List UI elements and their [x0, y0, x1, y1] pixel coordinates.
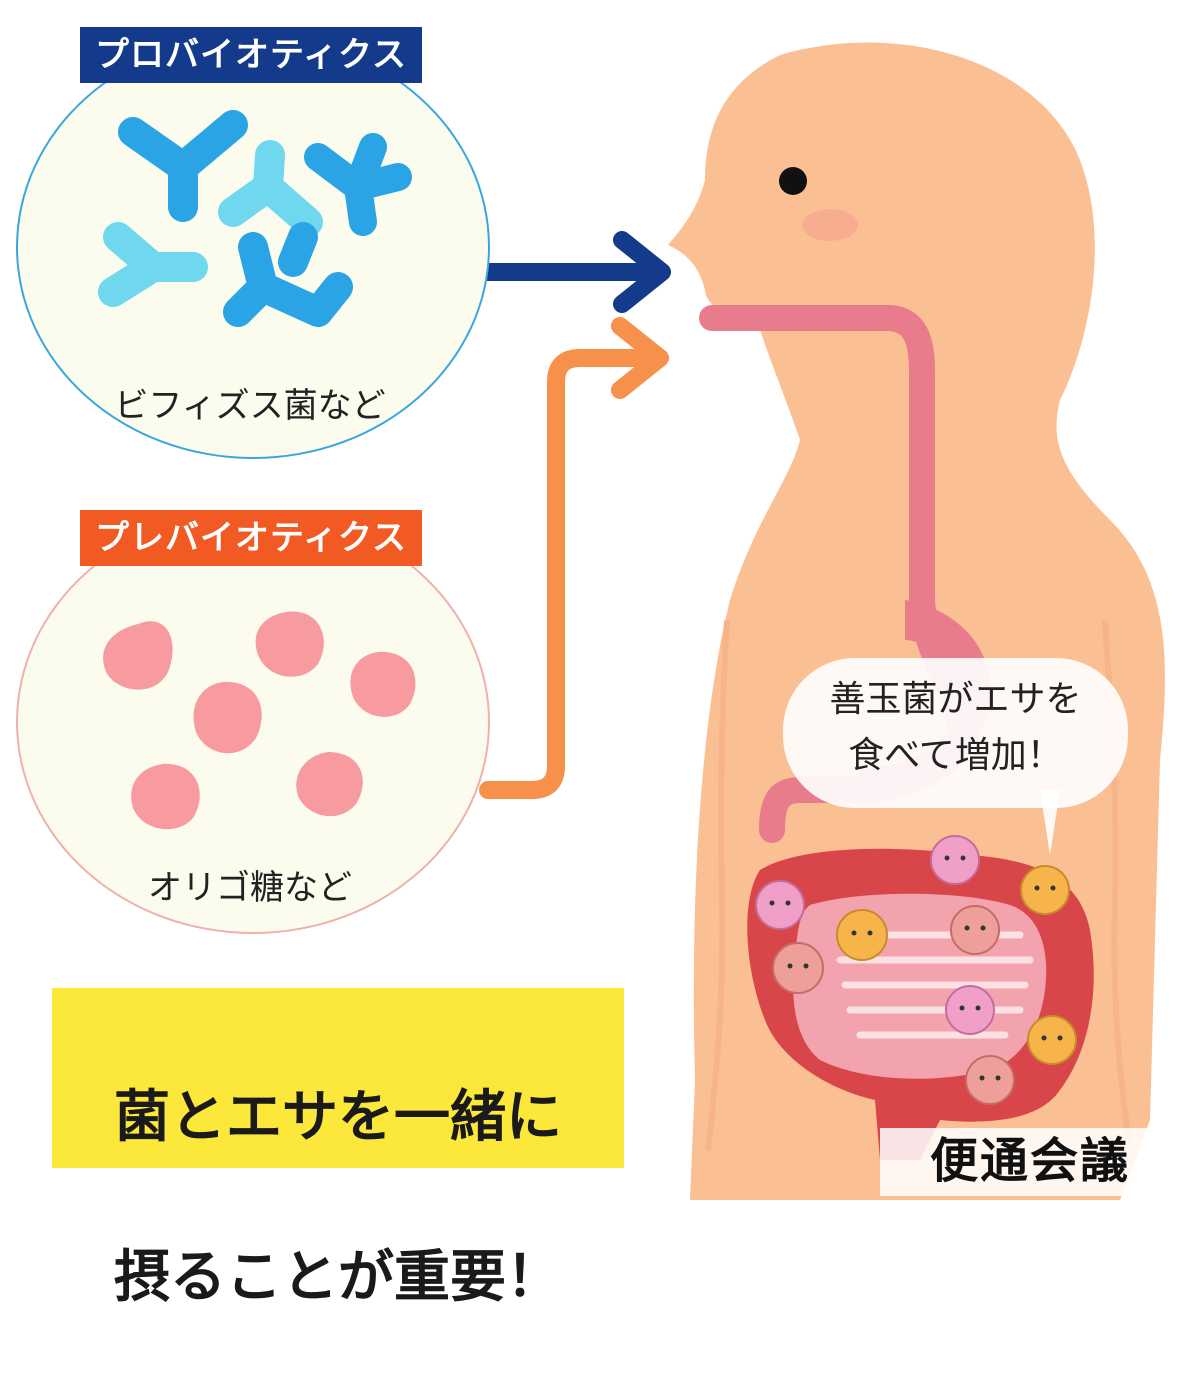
- bacteria-character: [755, 880, 805, 930]
- oligosaccharide-blob: [296, 752, 363, 817]
- oligosaccharide-blob: [103, 621, 173, 690]
- illustration: [479, 42, 1165, 1200]
- bifidobacteria-icon: [98, 110, 412, 327]
- bacteria-character: [945, 985, 995, 1035]
- bacteria-character: [950, 905, 1000, 955]
- brand-logo-text: 便通会議: [929, 1133, 1130, 1189]
- prebiotics-arrow: [479, 317, 669, 799]
- message-line: 摂ることが重要！: [114, 1245, 562, 1310]
- probiotics-caption: ビフィズス菌など: [114, 386, 386, 426]
- prebiotics-label: プレバイオティクス: [80, 510, 422, 566]
- message-line: 菌とエサを一緒に: [114, 1085, 562, 1150]
- probiotics-arrow: [479, 231, 671, 313]
- person-cheek: [802, 209, 858, 241]
- oligosaccharide-blob: [131, 763, 200, 830]
- bacteria-character: [836, 909, 888, 961]
- bacteria-character: [1027, 1015, 1077, 1065]
- speech-bubble-line: 食べて増加！: [848, 735, 1063, 776]
- message-box: [52, 988, 624, 1168]
- oligosaccharide-blob: [255, 611, 324, 677]
- bacteria-character: [1020, 865, 1070, 915]
- bacteria-character: [772, 942, 824, 994]
- good-bacteria-group: [755, 835, 1077, 1105]
- speech-bubble-line: 善玉菌がエサを: [829, 679, 1082, 720]
- speech-bubble: [783, 658, 1128, 808]
- bacteria-character: [965, 1055, 1015, 1105]
- brand-box: [880, 1128, 1180, 1196]
- oligosaccharide-blob: [350, 651, 416, 717]
- prebiotics-circle: [16, 510, 490, 934]
- speech-bubble-text: 善玉菌がエサを 食べて増加！: [783, 672, 1128, 784]
- oligosaccharide-blob: [193, 681, 262, 754]
- prebiotics-caption: オリゴ糖など: [148, 868, 352, 908]
- bacteria-character: [930, 835, 980, 885]
- probiotics-circle: [16, 35, 490, 459]
- person-eye: [779, 167, 807, 195]
- message-text: 菌とエサを一緒に 摂ることが重要！: [52, 998, 624, 1398]
- oligosaccharide-icon: [103, 611, 416, 830]
- probiotics-label: プロバイオティクス: [80, 27, 422, 83]
- person-arm-left: [705, 619, 730, 1151]
